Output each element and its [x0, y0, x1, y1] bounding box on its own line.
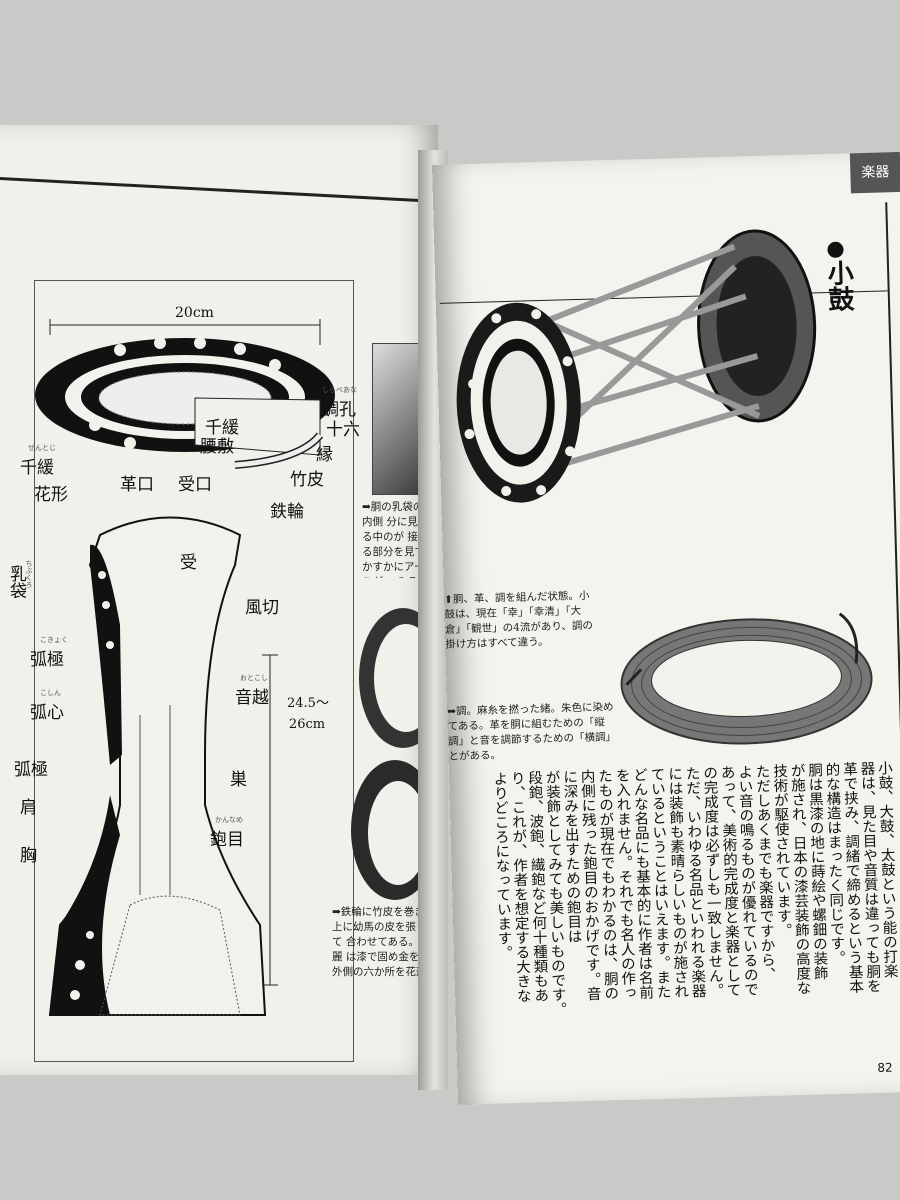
label-juroku: 十六	[326, 420, 360, 440]
top-rule	[0, 177, 420, 202]
ruby-otokoshi: おとこし	[240, 674, 268, 682]
ruby-chibukuro: ちぶくろ	[25, 560, 33, 588]
label-chibukuro: 乳袋	[6, 565, 26, 599]
label-kawaguchi: 革口	[120, 475, 154, 495]
label-kanawa: 鉄輪	[270, 502, 304, 522]
label-kanname: 鉋目	[210, 830, 244, 850]
label-ukeguchi: 受口	[178, 475, 212, 495]
ruby-kokyoku-1: こきょく	[40, 636, 68, 644]
label-hanagata: 花形	[34, 485, 68, 505]
body-text: 小鼓、大鼓、太鼓という能の打楽器は、見た目や音質は違っても胴を革で挟み、調緒で締…	[489, 760, 900, 1081]
left-page: 20cm 調孔 しらべあな 十六 千緩 腰敷 せんとじ 千緩 縁 花形 竹皮 革…	[0, 125, 438, 1075]
label-kata: 肩	[20, 798, 37, 818]
caption-drum: ⬆胴、革、調を組んだ状態。小鼓は、現在「幸」「幸清」「大倉」「観世」の4流があり…	[443, 589, 594, 651]
ruby-koshin: こしん	[40, 689, 61, 697]
label-height: 24.5〜26cm	[287, 696, 329, 732]
ruby-chou-ko: しらべあな	[322, 386, 357, 394]
shirabe-rope-illustration	[620, 612, 873, 745]
ring-photo-2	[351, 760, 435, 900]
header-tab: 楽器	[849, 151, 900, 194]
label-takegawa: 竹皮	[290, 470, 324, 490]
ruby-senkagari: せんとじ	[28, 444, 56, 452]
right-page: 楽器 小鼓 ⬆胴、革、調を組んだ状態。小鼓は、現在「幸」「幸清」「大倉」「観世」…	[432, 151, 900, 1105]
label-kokyoku-1: 弧極	[30, 650, 64, 670]
section-title: 小鼓	[822, 259, 855, 313]
label-mune: 胸	[20, 846, 37, 866]
label-fuchi: 縁	[316, 445, 333, 465]
caption-rope: ➡調。麻糸を撚った緒。朱色に染めてある。革を胴に組むための「縦調」と音を調節する…	[447, 701, 617, 763]
section-title-box: 小鼓	[819, 241, 861, 332]
body-columns: 小鼓、大鼓、太鼓という能の打楽器は、見た目や音質は違っても胴を革で挟み、調緒で締…	[489, 760, 900, 1081]
label-otokoshi: 音越	[235, 688, 269, 708]
kotsuzumi-assembled-illustration	[456, 229, 817, 503]
page-number: 82	[877, 1060, 893, 1075]
label-senkagari: 千緩	[20, 458, 54, 478]
label-senkagari-inner: 千緩	[205, 418, 239, 438]
label-uke: 受	[180, 553, 197, 573]
label-koshin: 弧心	[30, 703, 64, 723]
drum-body-illustration	[48, 516, 278, 1016]
ruby-kanname: かんなめ	[215, 816, 243, 824]
label-su: 巣	[230, 770, 247, 790]
label-kazekiri: 風切	[245, 598, 279, 618]
caption-bottom: ➡鉄輪に竹皮を巻き 上に幼馬の皮を張って 合わせてある。麗麗 は漆で固め金を張 …	[332, 906, 430, 978]
label-kokyoku-2: 弧極	[14, 760, 48, 780]
width-dimension: 20cm	[175, 305, 214, 321]
section-bullet-icon	[827, 241, 844, 258]
caption-top: ➡胴の乳袋の内側 分に見える中のが 接する部分を見て かすかにアールがつ みる。…	[362, 501, 429, 578]
label-chou-ko: 調孔	[322, 400, 356, 420]
label-koshijiki: 腰敷	[200, 437, 234, 457]
diagram-frame	[34, 280, 354, 1062]
drum-head-illustration	[35, 319, 335, 469]
